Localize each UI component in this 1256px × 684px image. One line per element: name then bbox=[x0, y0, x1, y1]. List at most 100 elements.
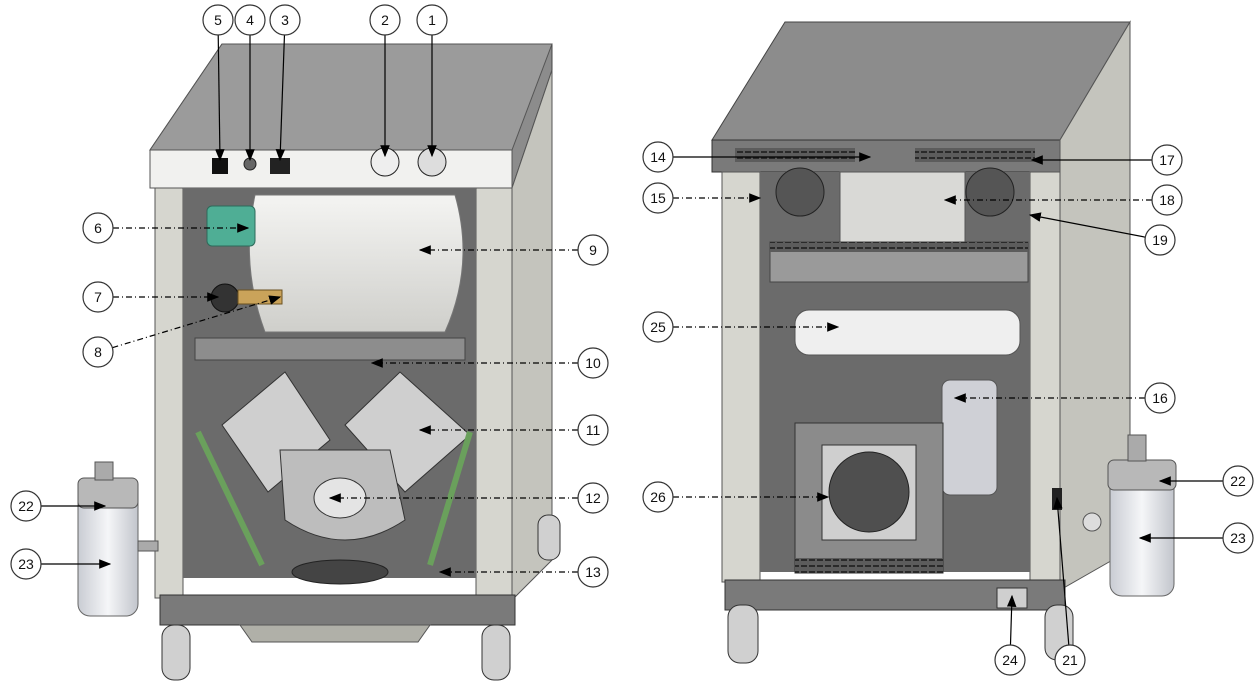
front-shelf bbox=[194, 337, 466, 361]
callout-number-12: 12 bbox=[585, 490, 601, 506]
callout-circle-15 bbox=[642, 182, 674, 214]
callout-circle-25 bbox=[642, 311, 674, 343]
separator-fitting-rear bbox=[1127, 434, 1147, 462]
callout-22a: 22 bbox=[10, 490, 107, 522]
callout-circle-14 bbox=[642, 141, 674, 173]
rear-view bbox=[711, 20, 1177, 664]
caster-rear-right bbox=[537, 514, 561, 561]
caster-rear-left bbox=[727, 604, 759, 664]
callout-9: 9 bbox=[418, 234, 609, 266]
callout-number-23a: 23 bbox=[18, 556, 34, 572]
callout-5: 5 bbox=[202, 4, 234, 162]
callout-number-25: 25 bbox=[650, 319, 666, 335]
callout-circle-3 bbox=[269, 4, 301, 36]
callout-21: 21 bbox=[1053, 496, 1086, 676]
callout-circle-8 bbox=[82, 336, 114, 368]
callout-circle-21 bbox=[1054, 644, 1086, 676]
callout-circle-1 bbox=[416, 4, 448, 36]
callout-25: 25 bbox=[642, 311, 840, 343]
cooler-fan-grille bbox=[795, 558, 943, 573]
callout-number-18: 18 bbox=[1159, 192, 1175, 208]
front-view bbox=[77, 43, 561, 681]
front-base bbox=[159, 594, 516, 626]
callout-circle-16 bbox=[1144, 382, 1176, 414]
callout-leader-3 bbox=[275, 34, 286, 162]
callout-circle-17 bbox=[1151, 144, 1183, 176]
callout-number-9: 9 bbox=[589, 242, 597, 258]
front-base-plate bbox=[239, 624, 431, 643]
callout-number-2: 2 bbox=[381, 12, 389, 28]
front-frame-right bbox=[475, 187, 513, 599]
separator-cap-front bbox=[77, 477, 139, 509]
caster-front-right bbox=[481, 624, 511, 681]
rear-vent-left bbox=[735, 148, 855, 162]
callout-23b: 23 bbox=[1138, 522, 1254, 554]
callout-number-8: 8 bbox=[94, 344, 102, 360]
callout-circle-6 bbox=[82, 212, 114, 244]
callout-1: 1 bbox=[416, 4, 448, 158]
callout-number-11: 11 bbox=[586, 422, 601, 438]
rear-label-plate bbox=[839, 171, 966, 243]
callout-8: 8 bbox=[82, 295, 282, 368]
front-frame-left bbox=[154, 187, 184, 599]
callout-circle-24 bbox=[994, 644, 1026, 676]
callout-circle-4 bbox=[234, 4, 266, 36]
callout-19: 19 bbox=[1028, 212, 1176, 256]
callout-leader-21 bbox=[1053, 496, 1070, 646]
callout-leader-24 bbox=[1006, 594, 1017, 646]
callout-16: 16 bbox=[953, 382, 1176, 414]
caster-front-left bbox=[161, 624, 191, 681]
belt-right bbox=[427, 431, 473, 566]
callout-number-23b: 23 bbox=[1230, 530, 1246, 546]
air-tank bbox=[248, 194, 464, 333]
callout-7: 7 bbox=[82, 281, 220, 313]
callout-15: 15 bbox=[642, 182, 762, 214]
callout-circle-13 bbox=[577, 556, 609, 588]
dryer-cylinder bbox=[794, 309, 1021, 356]
callout-circle-19 bbox=[1144, 224, 1176, 256]
callout-24: 24 bbox=[994, 594, 1026, 676]
front-top-face bbox=[149, 43, 553, 151]
callout-circle-22b bbox=[1222, 465, 1254, 497]
callout-leader-5 bbox=[215, 34, 225, 162]
callout-number-17: 17 bbox=[1159, 152, 1175, 168]
separator-valve-front bbox=[137, 540, 159, 552]
switch-3 bbox=[270, 158, 290, 174]
callout-number-26: 26 bbox=[650, 489, 666, 505]
separator-fitting-front bbox=[94, 461, 114, 481]
callout-18: 18 bbox=[943, 184, 1183, 216]
callout-13: 13 bbox=[438, 556, 609, 588]
rear-tray-grille bbox=[770, 242, 1028, 252]
cooling-fan-front bbox=[291, 559, 389, 585]
callout-number-13: 13 bbox=[585, 564, 601, 580]
callout-circle-11 bbox=[577, 414, 609, 446]
callout-number-22b: 22 bbox=[1230, 473, 1246, 489]
callout-17: 17 bbox=[1030, 144, 1183, 176]
callout-10: 10 bbox=[370, 347, 609, 379]
rear-frame-left bbox=[721, 171, 761, 583]
callout-6: 6 bbox=[82, 212, 250, 244]
callout-circle-5 bbox=[202, 4, 234, 36]
callout-number-14: 14 bbox=[650, 149, 666, 165]
callout-number-16: 16 bbox=[1152, 390, 1168, 406]
separator-bottle-rear bbox=[1109, 471, 1175, 597]
callout-number-1: 1 bbox=[428, 12, 436, 28]
callout-circle-26 bbox=[642, 481, 674, 513]
callout-number-21: 21 bbox=[1062, 652, 1078, 668]
callout-14: 14 bbox=[642, 141, 872, 173]
callout-layer: 1234567891011121314151617181921222223232… bbox=[10, 4, 1254, 676]
callout-3: 3 bbox=[269, 4, 301, 162]
callout-number-7: 7 bbox=[94, 289, 102, 305]
callout-circle-9 bbox=[577, 234, 609, 266]
callout-circle-23b bbox=[1222, 522, 1254, 554]
separator-knob-rear bbox=[1082, 512, 1102, 532]
callout-number-4: 4 bbox=[246, 12, 254, 28]
callout-number-10: 10 bbox=[585, 355, 601, 371]
rear-fan-left bbox=[775, 167, 825, 217]
callout-circle-7 bbox=[82, 281, 114, 313]
separator-cap-rear bbox=[1107, 459, 1177, 491]
rear-frame-right bbox=[1029, 171, 1061, 583]
callout-number-15: 15 bbox=[650, 190, 666, 206]
rear-fan-right bbox=[965, 167, 1015, 217]
